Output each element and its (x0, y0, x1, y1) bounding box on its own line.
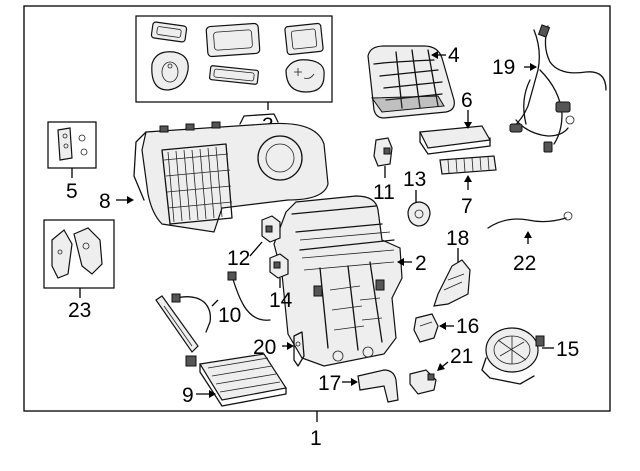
callout-6: 6 (461, 89, 473, 112)
part-10-tubes (171, 271, 271, 333)
callout-17: 17 (318, 372, 341, 395)
arrow-6 (464, 122, 472, 129)
callout-16: 16 (456, 315, 479, 338)
part-18-duct (433, 259, 471, 307)
callout-1: 1 (310, 427, 322, 450)
arrow-9 (209, 390, 216, 398)
part-16-bracket (413, 313, 439, 343)
arrow-16 (439, 322, 446, 330)
callout-22: 22 (513, 252, 536, 275)
arrow-7 (464, 175, 472, 182)
leader-line-10 (211, 299, 219, 307)
part-21-resistor (409, 369, 437, 395)
part-20-bracket (293, 331, 305, 367)
callout-18: 18 (446, 227, 469, 250)
callout-4: 4 (448, 44, 460, 67)
callout-15: 15 (556, 338, 579, 361)
part-7-filter-cover (439, 155, 497, 175)
part-13-actuator (407, 201, 431, 227)
part-5-bracket-kit (47, 121, 97, 169)
part-2-hvac-case (273, 195, 403, 367)
callout-14: 14 (269, 289, 293, 312)
callout-5: 5 (66, 180, 78, 203)
part-14-actuator (269, 253, 289, 279)
part-22-drain-hose (487, 211, 573, 229)
part-8-heater-housing (133, 113, 329, 233)
callout-20: 20 (253, 336, 276, 359)
part-vent-duct (155, 295, 199, 353)
callout-10: 10 (218, 304, 241, 327)
arrow-8 (127, 196, 134, 204)
callout-2: 2 (415, 252, 427, 275)
part-15-blower-motor (481, 327, 545, 385)
arrow-19 (530, 63, 537, 71)
part-9-filter (185, 353, 287, 407)
callout-23: 23 (68, 299, 91, 322)
callout-21: 21 (450, 345, 473, 368)
callout-13: 13 (403, 168, 426, 191)
arrow-21 (437, 363, 445, 371)
callout-11: 11 (373, 181, 395, 204)
callout-8: 8 (99, 190, 111, 213)
part-6-cabin-filter (419, 125, 491, 155)
part-17-duct (357, 369, 399, 403)
arrow-4 (431, 51, 438, 59)
arrow-17 (351, 378, 358, 386)
part-23-bracket-set (43, 219, 115, 289)
callout-7: 7 (461, 195, 473, 218)
part-3-seal-kit (135, 15, 333, 103)
part-12-sensor (261, 215, 281, 243)
arrow-22 (524, 231, 532, 238)
callout-19: 19 (492, 56, 515, 79)
arrow-2 (397, 258, 404, 266)
arrow-20 (287, 342, 294, 350)
callout-12: 12 (227, 247, 250, 270)
leader-line-12 (249, 241, 263, 257)
part-4-air-duct (367, 45, 455, 119)
part-11-actuator (373, 137, 393, 167)
part-19-wiring-harness (509, 24, 607, 153)
callout-9: 9 (182, 384, 194, 407)
